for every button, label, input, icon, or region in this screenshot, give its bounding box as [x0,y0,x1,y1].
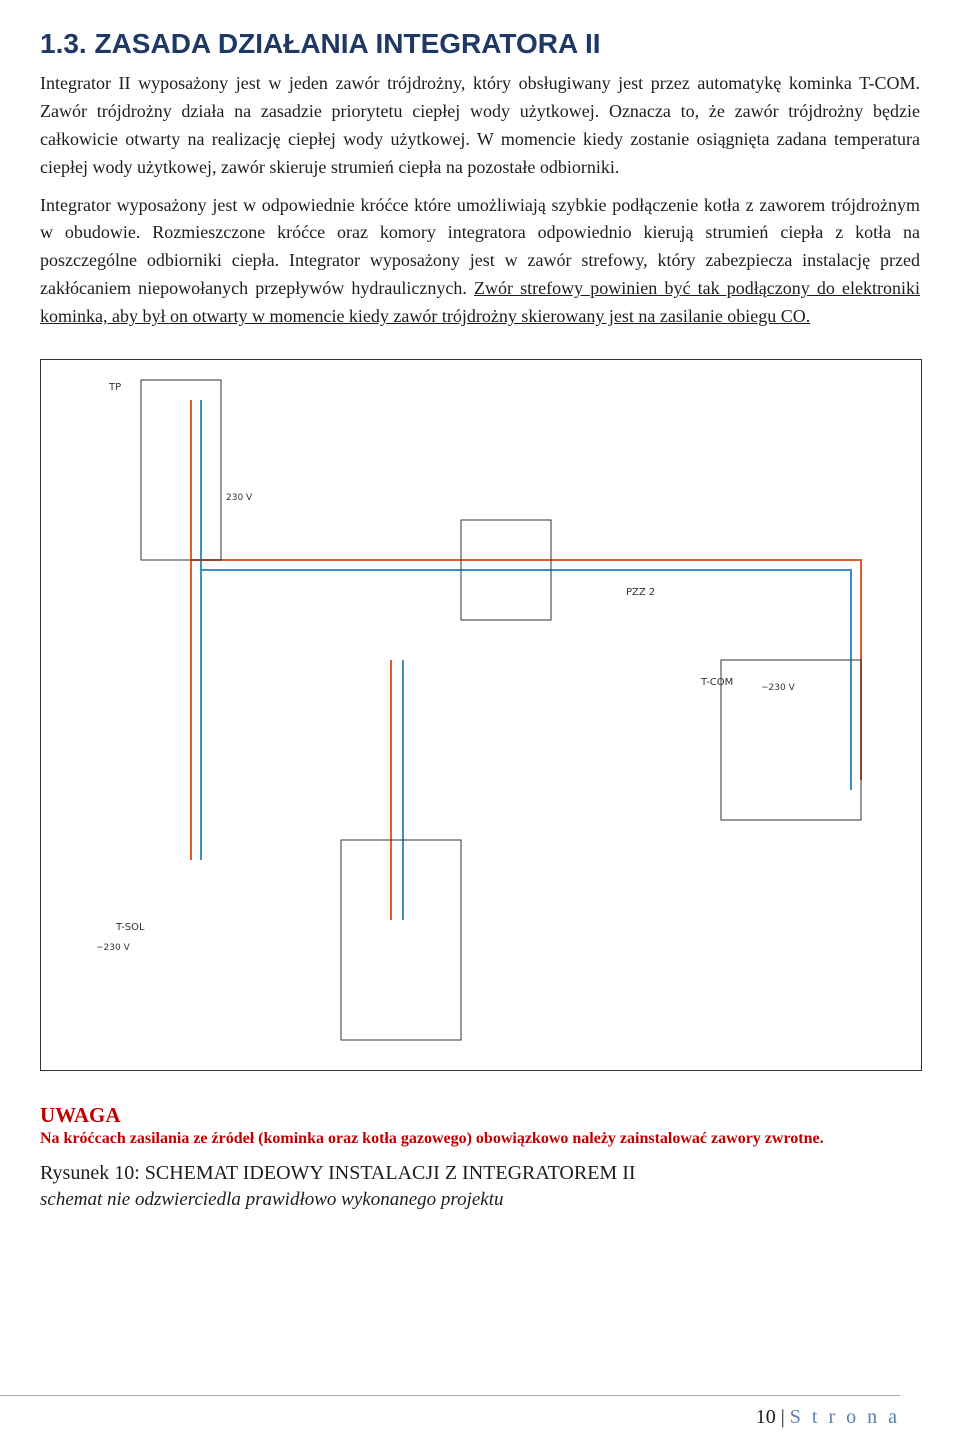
section-title: 1.3. ZASADA DZIAŁANIA INTEGRATORA II [40,28,601,59]
note-text: Na króćcach zasilania ze źródeł (kominka… [40,1130,824,1148]
page-word: S t r o n a [789,1406,900,1428]
paragraph-2-text: Integrator wyposażony jest w odpowiednie… [40,194,920,299]
hot-pipe-loop [191,559,862,781]
paragraph-2: Integrator wyposażony jest w odpowiednie… [40,192,920,331]
paragraph-1: Integrator II wyposażony jest w jeden za… [40,73,920,177]
installation-diagram: TP 230 V PZZ 2 T-COM ~230 V T-SOL ~230 V [40,359,922,1072]
label-tsol: T-SOL [115,922,145,933]
label-230v-1: 230 V [226,493,253,503]
label-tp: TP [108,382,121,393]
boiler-box [720,659,862,821]
integrator-box [460,519,552,621]
note-title: UWAGA [40,1103,121,1128]
page-number: 10 [755,1406,776,1428]
label-pzz2: PZZ 2 [626,587,655,598]
label-230v-2: ~230 V [761,683,796,693]
page-footer: 10 | S t r o n a [0,1395,900,1429]
water-tank [340,839,462,1041]
highlight-text: Zwór strefowy powinien być tak podłączon… [40,278,921,327]
cold-pipe-loop [201,569,852,791]
label-tcom: T-COM [700,677,733,688]
collector-box [140,379,222,561]
figure-subcaption: schemat nie odzwierciedla prawidłowo wyk… [40,1189,504,1211]
figure-caption: Rysunek 10: SCHEMAT IDEOWY INSTALACJI Z … [40,1162,636,1185]
label-230v-3: ~230 V [96,943,131,953]
